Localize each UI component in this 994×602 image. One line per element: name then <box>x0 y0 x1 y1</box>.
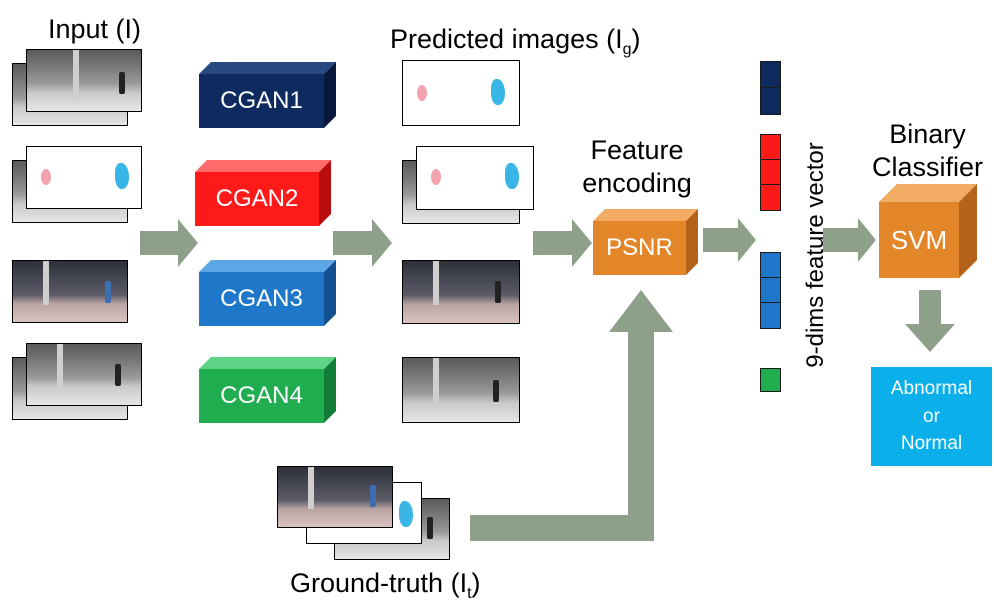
feature-label-line2: encoding <box>582 167 692 198</box>
ground-truth-label: Ground-truth (It) <box>290 570 481 602</box>
cgan2-label: CGAN2 <box>215 185 299 212</box>
cgan4-box: CGAN4 <box>199 357 336 423</box>
input-frame-front <box>26 49 142 112</box>
feature-encoding-label: Feature encoding <box>572 134 702 200</box>
classification-output: Abnormal or Normal <box>871 367 992 466</box>
ground-label-subscript: t <box>467 585 472 602</box>
vector-segment-cgan4 <box>760 368 781 392</box>
pedestrian-figure <box>370 485 376 507</box>
arrow-ground-truth-to-psnr <box>470 290 673 541</box>
arrow-vector-to-svm <box>823 218 876 262</box>
psnr-label: PSNR <box>606 234 673 261</box>
input-color-frame <box>12 260 128 323</box>
arrow-cgan-to-predicted <box>333 219 392 267</box>
flow-blob-red <box>41 169 51 185</box>
pedestrian-figure <box>115 364 121 386</box>
cgan2-box: CGAN2 <box>195 160 331 226</box>
cgan3-box: CGAN3 <box>199 260 336 326</box>
flow-blob-blue <box>399 501 413 527</box>
predicted-label-text: Predicted images (I <box>390 24 623 54</box>
vector-cell <box>761 88 780 114</box>
pedestrian-figure <box>495 281 501 303</box>
scene-pole <box>433 358 439 404</box>
vector-cell <box>761 135 780 160</box>
arrow-input-to-cgan <box>140 219 198 267</box>
pedestrian-figure <box>119 72 125 94</box>
flow-blob-blue <box>505 163 519 189</box>
vector-segment-cgan1 <box>760 61 781 115</box>
predicted-images-label: Predicted images (Ig) <box>390 26 641 58</box>
predicted-label-close: ) <box>631 24 641 54</box>
binary-classifier-label: Binary Classifier <box>855 118 994 184</box>
cgan3-label: CGAN3 <box>220 285 303 312</box>
vector-cell <box>761 185 780 210</box>
vector-segment-cgan3 <box>760 252 781 329</box>
cgan1-label: CGAN1 <box>220 87 303 114</box>
vector-cell <box>761 303 780 328</box>
binary-label-line1: Binary <box>889 119 966 149</box>
scene-pole <box>43 261 49 305</box>
pedestrian-figure <box>105 281 111 303</box>
vector-cell <box>761 62 780 88</box>
flow-blob-red <box>417 85 427 101</box>
flow-blob-red <box>431 169 441 185</box>
arrow-svm-to-output <box>905 290 955 352</box>
cgan4-label: CGAN4 <box>220 382 303 409</box>
predicted-color-frame <box>402 260 520 324</box>
vector-cell <box>761 253 780 278</box>
ground-label-text: Ground-truth (I <box>290 568 468 598</box>
ground-label-close: ) <box>471 568 481 598</box>
flow-blob-blue <box>491 79 505 105</box>
scene-pole <box>57 344 63 390</box>
vector-cell <box>761 278 780 303</box>
feature-label-line1: Feature <box>590 135 684 165</box>
psnr-box: PSNR <box>593 209 698 275</box>
output-line3: Normal <box>900 433 963 455</box>
scene-pole <box>73 50 79 100</box>
vector-cell <box>761 160 780 185</box>
arrow-predicted-to-psnr <box>533 219 592 267</box>
binary-label-line2: Classifier <box>871 151 984 182</box>
predicted-gray-frame <box>402 357 520 423</box>
vector-segment-cgan2 <box>760 134 781 211</box>
flow-blob-blue <box>115 163 129 189</box>
svm-box: SVM <box>879 184 977 278</box>
predicted-flow-frame <box>402 60 520 126</box>
cgan1-box: CGAN1 <box>199 62 336 128</box>
ground-truth-color-frame <box>277 466 393 528</box>
arrow-psnr-to-vector <box>703 218 756 262</box>
input-frame-front <box>26 343 142 406</box>
scene-pole <box>308 467 314 509</box>
predicted-flow-frame <box>416 146 534 210</box>
output-line1: Abnormal <box>890 378 973 400</box>
predicted-label-subscript: g <box>622 41 632 58</box>
scene-pole <box>433 261 439 305</box>
pedestrian-figure <box>493 380 499 402</box>
input-flow-frame <box>26 146 142 209</box>
svm-label: SVM <box>890 224 948 255</box>
pedestrian-figure <box>427 517 433 539</box>
output-line2: or <box>923 405 940 427</box>
input-label: Input (I) <box>48 14 142 44</box>
